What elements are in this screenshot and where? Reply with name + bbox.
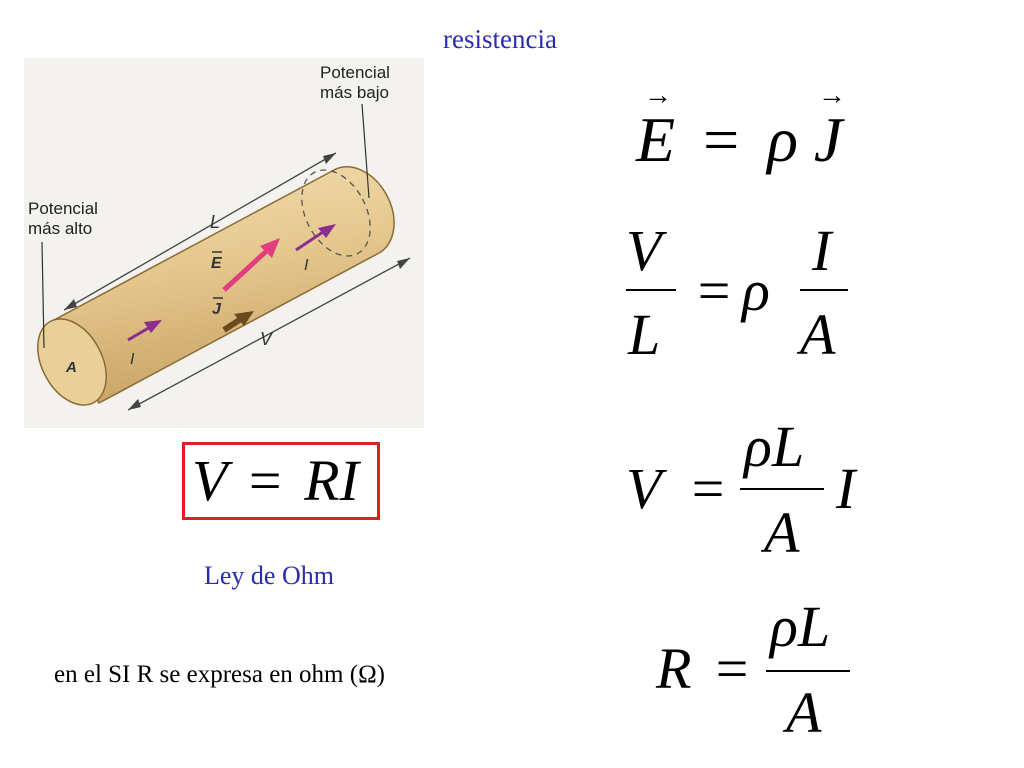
eq3-equals: = [688, 456, 728, 521]
eq4-numerator: ρL [770, 594, 831, 659]
current-density-arrowhead [234, 311, 254, 326]
eq2-den-left: L [628, 302, 661, 367]
eq3-lhs: V [626, 456, 662, 521]
electric-field-arrowhead [260, 238, 280, 258]
current-label-bottom: I [130, 351, 135, 368]
eq1-rho: ρ [767, 104, 798, 175]
area-label: A [65, 359, 77, 376]
voltage-label: V [260, 329, 274, 349]
ohm-law-equals: = [248, 448, 282, 513]
length-arrowhead-left [64, 299, 77, 310]
ohm-law-equation: V = RI [192, 452, 359, 510]
low-potential-pointer [361, 103, 370, 199]
voltage-arrowhead-left [128, 399, 141, 410]
eq1-rhs-wrap: J → [813, 82, 846, 175]
cylinder-far-end [301, 169, 371, 257]
si-unit-note: en el SI R se expresa en ohm (Ω) [54, 661, 385, 688]
ohm-law-lhs: V [192, 448, 227, 513]
eq4-fraction-bar [766, 670, 850, 672]
eq2-fraction-bar-left [626, 289, 676, 291]
current-arrow-bottom [127, 324, 153, 342]
voltage-dimension-line [127, 257, 411, 411]
ohm-law-box [182, 442, 380, 520]
eq4-lhs: R [656, 636, 692, 701]
high-potential-label-line1: Potencial [28, 199, 98, 218]
length-dimension-line [63, 152, 337, 311]
current-density-label: J [212, 301, 222, 318]
length-arrowhead-right [323, 153, 336, 164]
eq1-lhs-wrap: E → [636, 82, 691, 175]
high-potential-label-line2: más alto [28, 219, 92, 238]
slide-title: resistencia [443, 24, 557, 54]
eq2-rho: ρ [742, 258, 770, 323]
eq2-num-right: I [812, 218, 832, 283]
low-potential-label-line2: más bajo [320, 83, 389, 102]
ohm-law-rhs: RI [304, 448, 359, 513]
eq4-denominator: A [786, 680, 822, 745]
equation-field-current-density: E → = ρ J → [636, 82, 846, 172]
current-arrowhead-bottom [144, 320, 162, 333]
eq2-den-right: A [800, 302, 836, 367]
eq3-current: I [836, 456, 856, 521]
resistor-cylinder-figure: A L V E J I I Potencial más bajo Potenci… [24, 58, 424, 428]
eq1-lhs-vector-arrow-icon: → [644, 80, 672, 111]
current-arrowhead-top [318, 224, 336, 238]
electric-field-label: E [211, 255, 223, 272]
eq2-equals: = [694, 258, 734, 323]
eq1-rhs-vector-arrow-icon: → [817, 80, 846, 111]
low-potential-label-line1: Potencial [320, 63, 390, 82]
current-label-top: I [304, 257, 309, 274]
ohm-law-label: Ley de Ohm [204, 561, 334, 590]
eq1-lhs: E [636, 104, 676, 175]
voltage-arrowhead-right [397, 258, 410, 269]
eq1-rhs: J [813, 104, 843, 175]
eq2-num-left: V [626, 218, 662, 283]
eq3-denominator: A [764, 500, 800, 565]
cylinder-near-end [37, 318, 107, 406]
eq2-fraction-bar-right [800, 289, 848, 291]
length-label: L [210, 212, 220, 232]
eq3-fraction-bar [740, 488, 824, 490]
electric-field-arrow [222, 244, 274, 292]
eq4-equals: = [712, 636, 752, 701]
high-potential-pointer [41, 241, 45, 349]
eq3-numerator: ρL [744, 414, 805, 479]
current-arrow-top [295, 228, 327, 252]
eq1-equals: = [703, 104, 740, 175]
